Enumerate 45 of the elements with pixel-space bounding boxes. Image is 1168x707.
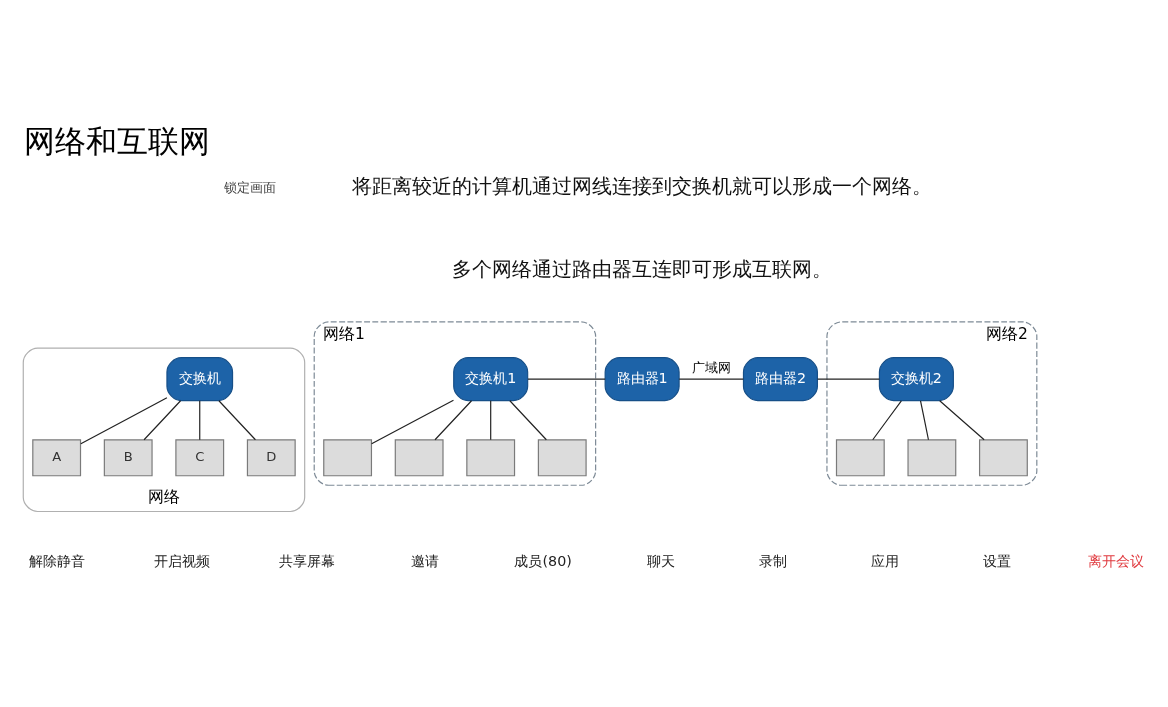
- connector: [527, 378, 606, 380]
- node-box: C: [175, 439, 225, 477]
- edge-label: 广域网: [691, 359, 731, 375]
- label: 开启视频: [153, 553, 210, 570]
- connector: [80, 397, 168, 445]
- connector: [939, 400, 985, 441]
- node-box: 路由器1: [604, 357, 680, 402]
- connector: [218, 400, 257, 441]
- label: 离开会议: [1087, 553, 1144, 570]
- connector: [817, 378, 880, 380]
- label: 录制: [759, 553, 788, 570]
- label: 多个网络通过路由器互连即可形成互联网。: [452, 256, 833, 281]
- connector: [678, 378, 744, 380]
- connector: [199, 400, 201, 441]
- node-box: 交换机: [166, 357, 234, 402]
- node-box: [907, 439, 957, 477]
- node-box: 交换机1: [453, 357, 529, 402]
- connector: [872, 400, 902, 441]
- node-box: A: [32, 439, 82, 477]
- node-box: [835, 439, 885, 477]
- connector: [490, 400, 492, 441]
- node-box: [394, 439, 444, 477]
- label: 设置: [983, 553, 1012, 570]
- node-box: [979, 439, 1028, 477]
- node-box: [466, 439, 516, 477]
- connector: [509, 400, 547, 441]
- label: 共享屏幕: [279, 553, 336, 570]
- node-box: 交换机2: [878, 357, 954, 402]
- label: 锁定画面: [223, 179, 276, 195]
- node-box: D: [246, 439, 296, 477]
- connector: [919, 400, 930, 441]
- node-box: [537, 439, 587, 477]
- label: 应用: [871, 553, 900, 570]
- diagram-title: 网络和互联网: [24, 123, 211, 160]
- label: 成员(80): [514, 553, 572, 570]
- label: 邀请: [411, 553, 440, 570]
- label: 聊天: [647, 553, 676, 570]
- label: 解除静音: [28, 553, 85, 570]
- connector: [434, 400, 473, 441]
- label: 将距离较近的计算机通过网线连接到交换机就可以形成一个网络。: [352, 174, 933, 199]
- node-box: 路由器2: [742, 357, 818, 402]
- node-box: B: [103, 439, 153, 477]
- connector: [143, 400, 182, 441]
- node-box: [323, 439, 373, 477]
- connector: [371, 399, 455, 445]
